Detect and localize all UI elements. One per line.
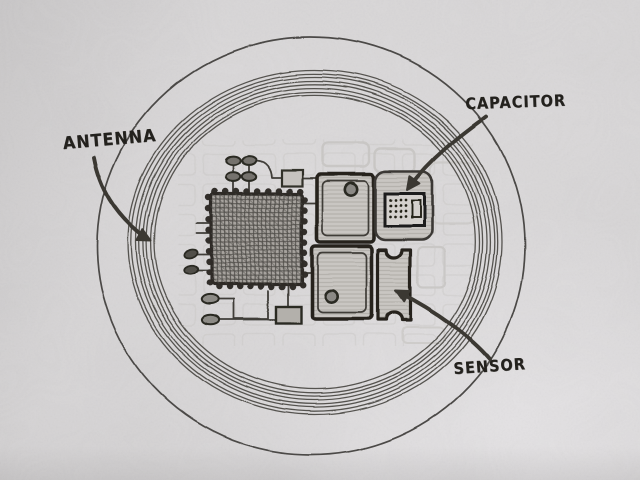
outer-ring [96, 36, 526, 456]
ic-chip [205, 188, 308, 290]
component-top [315, 172, 376, 244]
sensor-arrow [395, 289, 492, 361]
annotation-arrows [91, 114, 492, 361]
capacitor-label: CAPACITOR [465, 92, 567, 114]
capacitor-component [374, 170, 434, 242]
component-bottom [310, 244, 374, 321]
sensor-component [376, 248, 413, 322]
capacitor-contact-dots [389, 198, 407, 218]
component-bottom-dot [323, 288, 339, 304]
capacitor-arrow [406, 114, 488, 191]
ic-chip-pins [205, 188, 308, 290]
antenna-arrow [91, 155, 152, 242]
discrete-parts [182, 155, 304, 326]
component-top-dot [343, 182, 359, 198]
antenna-coil [127, 69, 503, 415]
